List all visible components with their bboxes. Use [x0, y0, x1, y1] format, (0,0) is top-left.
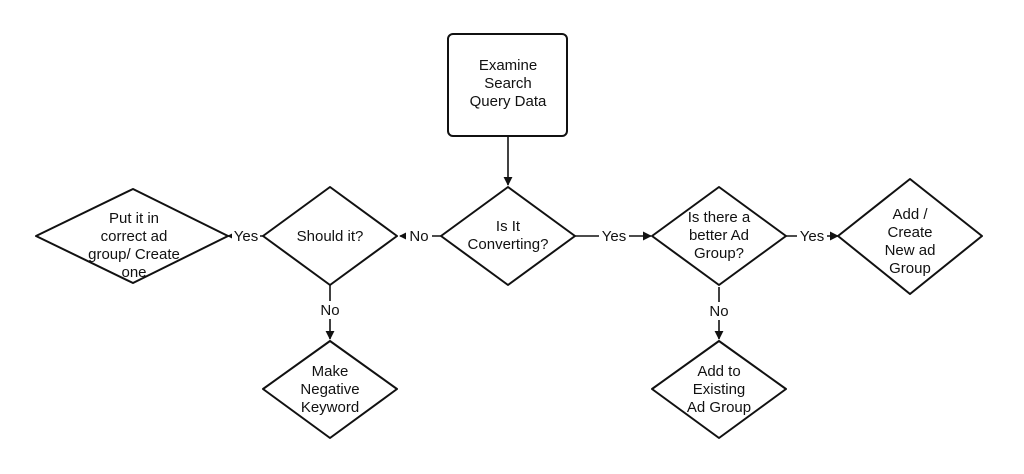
node-add-create-new-ad-group: Add / Create New ad Group: [837, 178, 983, 295]
node-converting-line-1: Is It: [496, 218, 521, 235]
edge-label-better-no: No: [709, 303, 728, 320]
edge-label-converting-yes: Yes: [602, 228, 626, 245]
node-existing-line-3: Ad Group: [687, 399, 751, 416]
node-existing-line-1: Add to: [697, 363, 740, 380]
node-create-line-2: Create: [887, 224, 932, 241]
node-converting-line-2: Converting?: [468, 236, 549, 253]
node-is-there-a-better-ad-group: Is there a better Ad Group?: [651, 186, 787, 286]
node-negative-line-1: Make: [312, 363, 349, 380]
edge-label-should-yes: Yes: [234, 228, 258, 245]
node-better-line-2: better Ad: [689, 227, 749, 244]
node-create-line-1: Add /: [892, 206, 928, 223]
edge-label-better-yes: Yes: [800, 228, 824, 245]
node-examine-line-3: Query Data: [470, 93, 547, 110]
node-correct-line-3: group/ Create: [88, 246, 180, 263]
node-existing-line-2: Existing: [693, 381, 746, 398]
node-examine-line-2: Search: [484, 75, 532, 92]
node-create-line-4: Group: [889, 260, 931, 277]
node-examine-search-query-data: Examine Search Query Data: [447, 33, 568, 137]
node-correct-line-2: correct ad: [101, 228, 168, 245]
node-examine-line-1: Examine: [479, 57, 537, 74]
node-negative-line-2: Negative: [300, 381, 359, 398]
node-is-it-converting: Is It Converting?: [440, 186, 576, 286]
node-should-line-1: Should it?: [297, 228, 364, 245]
node-correct-line-4: one: [121, 264, 146, 281]
edge-label-should-no: No: [320, 302, 339, 319]
node-negative-line-3: Keyword: [301, 399, 359, 416]
node-add-to-existing-ad-group: Add to Existing Ad Group: [651, 340, 787, 439]
node-make-negative-keyword: Make Negative Keyword: [262, 340, 398, 439]
node-correct-line-1: Put it in: [109, 210, 159, 227]
node-better-line-1: Is there a: [688, 209, 751, 226]
node-put-it-in-correct-ad-group: Put it in correct ad group/ Create one: [35, 188, 229, 284]
node-better-line-3: Group?: [694, 245, 744, 262]
node-create-line-3: New ad: [885, 242, 936, 259]
edge-label-converting-no: No: [409, 228, 428, 245]
node-should-it: Should it?: [262, 186, 398, 286]
